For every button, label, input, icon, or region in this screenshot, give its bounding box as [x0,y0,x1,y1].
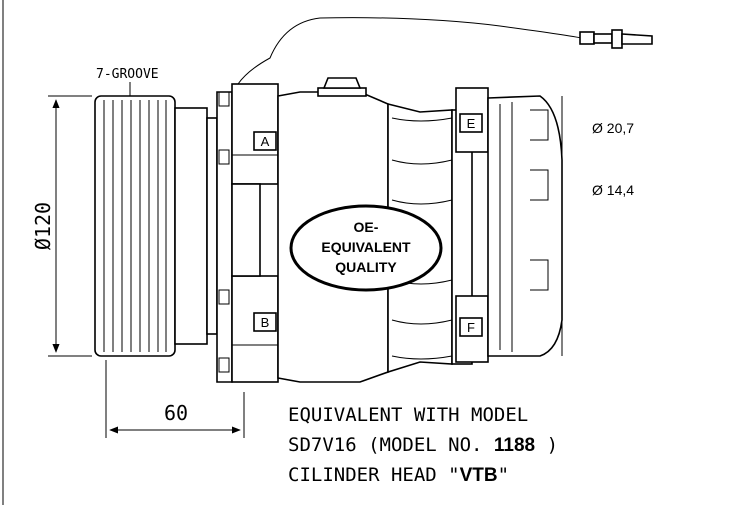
pulley-grooves [103,100,167,352]
diameter-dimension: Ø120 [31,95,92,357]
rear-head [451,87,563,365]
port-diameter-callouts: Ø 20,7 Ø 14,4 [592,120,634,198]
groove-label: 7-GROOVE [96,67,159,82]
badge-line-3: QUALITY [335,259,397,275]
hex-nut [322,77,362,89]
front-head [216,83,279,383]
port-b-label: B [261,315,270,330]
model-number: 1188 [494,435,535,456]
sensor-probe [621,33,653,45]
width-dimension: 60 [105,360,245,438]
badge-line-1: OE- [354,219,379,235]
cylinder-head-code: VTB [460,465,498,486]
diameter-label: Ø120 [31,202,55,250]
badge-line-2: EQUIVALENT [321,239,411,255]
port-small-label: Ø 14,4 [592,182,634,198]
port-e-label: E [467,116,476,131]
pulley [94,95,218,357]
model-notes: EQUIVALENT WITH MODEL SD7V16 (MODEL NO. … [288,404,558,486]
port-a-label: A [261,134,270,149]
oe-badge: OE- EQUIVALENT QUALITY [289,204,443,292]
port-f-label: F [467,320,475,335]
port-b: B [253,312,277,332]
sensor-wire [237,17,653,85]
width-label: 60 [164,401,188,425]
note-line-2: SD7V16 (MODEL NO. 1188 ) [288,434,558,456]
note-line-1: EQUIVALENT WITH MODEL [288,404,528,426]
note-line-3: CILINDER HEAD "VTB" [288,464,509,486]
port-a: A [253,131,277,151]
port-large-label: Ø 20,7 [592,120,634,136]
port-e: E [459,113,483,133]
port-f: F [459,317,483,337]
